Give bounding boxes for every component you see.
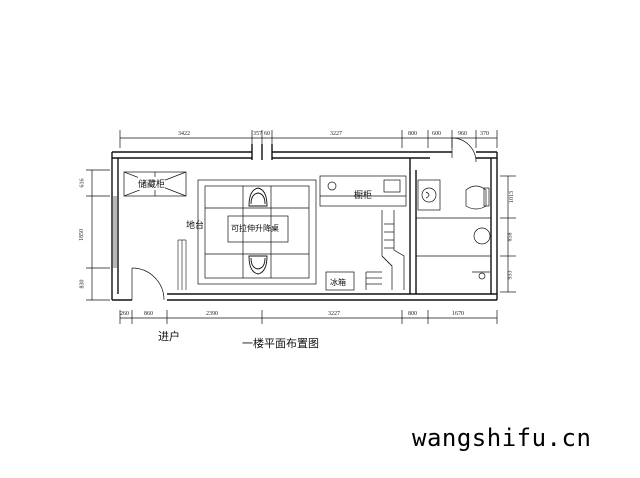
dim-bottom-1: 260 — [120, 311, 129, 317]
dim-top-3: 60 — [264, 131, 270, 137]
top-dimension-lines — [119, 130, 498, 148]
platform-steps — [177, 239, 187, 290]
dim-bottom-6: 1670 — [452, 311, 464, 317]
dim-bottom-2: 860 — [144, 311, 153, 317]
bathroom-door — [451, 137, 477, 163]
label-platform: 地台 — [186, 221, 205, 231]
left-dimension-lines — [86, 169, 110, 301]
dim-left-2: 1850 — [79, 229, 85, 241]
walls — [111, 144, 498, 301]
dim-bottom-4: 3227 — [328, 311, 340, 317]
bottom-dimension-lines — [119, 310, 498, 324]
fridge-shape — [325, 271, 355, 291]
stairs — [365, 210, 405, 290]
bathroom — [416, 179, 491, 280]
platform — [197, 179, 317, 285]
dim-right-1: 1013 — [509, 191, 515, 203]
label-table: 可拉伸升降桌 — [231, 224, 279, 233]
dim-top-8: 370 — [480, 131, 489, 137]
left-window — [113, 196, 117, 268]
label-storage-cabinet: 储藏柜 — [138, 177, 166, 190]
watermark: wangshifu.cn — [412, 424, 592, 452]
entry-door — [131, 267, 165, 301]
dim-top-7: 960 — [458, 131, 467, 137]
chair-bottom — [248, 255, 268, 275]
label-kitchen-cabinet: 橱柜 — [354, 191, 373, 201]
plan-title: 一楼平面布置图 — [242, 337, 319, 350]
dim-top-4: 3227 — [330, 131, 342, 137]
kitchen-cabinet — [319, 175, 407, 207]
dim-top-2: 357 — [253, 131, 262, 137]
chair-top — [248, 187, 268, 207]
dim-top-6: 600 — [432, 131, 441, 137]
label-fridge: 冰箱 — [330, 278, 346, 287]
dim-bottom-3: 2390 — [206, 311, 218, 317]
dim-top-1: 3422 — [178, 131, 190, 137]
right-dimension-lines — [500, 175, 516, 293]
dim-right-2: 858 — [507, 232, 514, 242]
dim-left-1: 616 — [79, 178, 86, 188]
label-entry: 进户 — [158, 330, 180, 343]
dim-right-3: 933 — [507, 270, 514, 280]
dim-top-5: 800 — [408, 131, 417, 137]
dim-left-3: 830 — [79, 279, 86, 289]
dim-bottom-5: 800 — [408, 311, 417, 317]
